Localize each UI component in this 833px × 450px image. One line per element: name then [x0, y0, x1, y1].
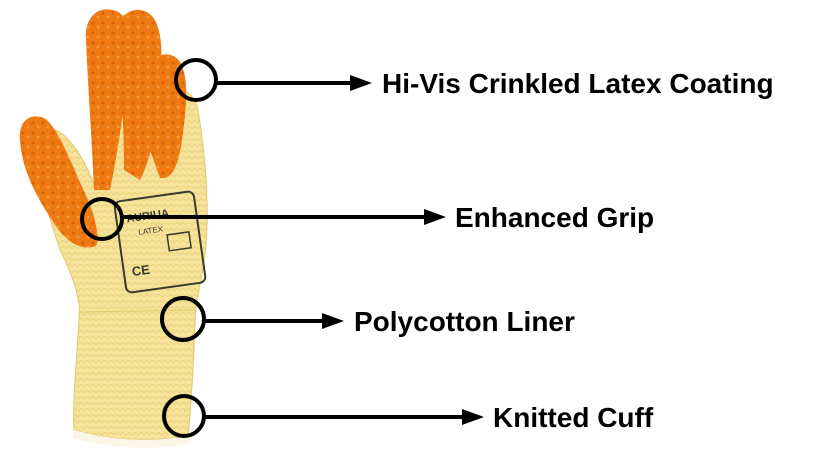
- callout-latex-coating: [174, 58, 372, 102]
- callout-liner: [160, 296, 344, 342]
- glove-size-box: [166, 231, 192, 252]
- glove-model-text: LATEX: [138, 224, 164, 236]
- label-latex-coating: Hi-Vis Crinkled Latex Coating: [382, 68, 774, 99]
- cuff-trim: [73, 430, 189, 448]
- glove-cuff: [73, 299, 197, 441]
- label-grip: Enhanced Grip: [455, 202, 655, 233]
- callout-grip: [80, 197, 446, 241]
- latex-thumb: [19, 116, 98, 248]
- latex-index-finger: [85, 9, 129, 190]
- glove-ce-text: CE: [131, 262, 151, 279]
- label-liner: Polycotton Liner: [354, 306, 575, 337]
- arrowhead-icon: [322, 313, 344, 329]
- arrowhead-icon: [424, 209, 446, 225]
- callout-circle: [174, 58, 218, 102]
- glove-print-label: [113, 190, 207, 294]
- arrowhead-icon: [462, 409, 484, 425]
- arrowhead-icon: [350, 75, 372, 91]
- label-cuff: Knitted Cuff: [493, 402, 654, 433]
- callout-cuff: [162, 394, 484, 438]
